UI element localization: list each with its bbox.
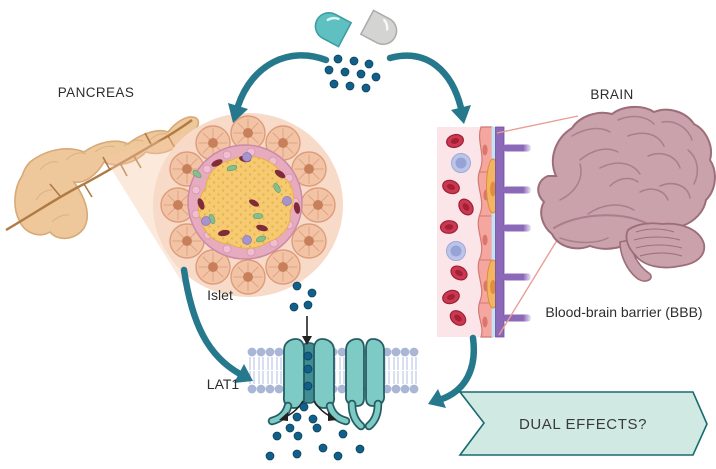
drug-particles-in-channel bbox=[303, 351, 313, 391]
label-islet: Islet bbox=[207, 287, 233, 303]
islet-delta-cells bbox=[192, 164, 281, 243]
bbb-icon bbox=[437, 126, 531, 338]
capsule-icon bbox=[314, 9, 398, 48]
lat1-transporter-closed-icon bbox=[344, 338, 386, 431]
arrow-islet-to-lat1-icon bbox=[180, 266, 253, 383]
banner-label: DUAL EFFECTS? bbox=[519, 416, 647, 433]
lat1-transporter-open-icon bbox=[267, 338, 351, 426]
arrow-to-brain-icon bbox=[386, 52, 471, 124]
drug-particles-top bbox=[324, 54, 381, 93]
basement-membrane bbox=[491, 127, 496, 337]
arrow-to-pancreas-icon bbox=[228, 52, 330, 123]
islet-pp-cells bbox=[201, 152, 292, 245]
brain-icon bbox=[537, 106, 716, 282]
label-lat1: LAT1 bbox=[207, 376, 240, 392]
arrow-bbb-to-lat1-icon bbox=[428, 334, 478, 408]
banner-shape bbox=[458, 391, 708, 456]
astrocyte-endfeet-column bbox=[495, 126, 505, 338]
lat1-membrane-icon bbox=[246, 281, 420, 461]
astrocyte-processes bbox=[503, 144, 531, 322]
islet-icon bbox=[153, 113, 343, 297]
label-brain: BRAIN bbox=[590, 87, 633, 102]
brainstem bbox=[619, 239, 652, 282]
pancreas-icon bbox=[5, 116, 200, 240]
dual-effects-banner: DUAL EFFECTS? bbox=[458, 391, 708, 456]
pancreatic-duct bbox=[5, 119, 193, 232]
label-bbb: Blood-brain barrier (BBB) bbox=[545, 304, 702, 320]
influx-arrow-icon bbox=[302, 316, 312, 345]
drug-particles-above-membrane bbox=[289, 281, 317, 312]
label-pancreas: PANCREAS bbox=[58, 85, 134, 100]
